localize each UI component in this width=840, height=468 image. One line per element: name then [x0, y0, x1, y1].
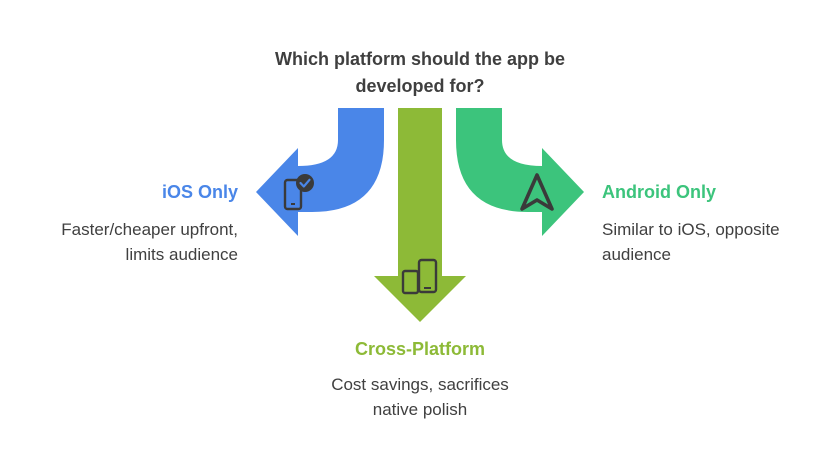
cross-platform-title: Cross-Platform: [354, 339, 486, 359]
ios-description-line-2: limits audience: [125, 245, 238, 264]
phone-check-icon: [283, 174, 314, 211]
ios-description-line-1: Faster/cheaper upfront,: [61, 220, 238, 239]
ios-arrow: [256, 108, 384, 236]
cross-platform-description-line-1: Cost savings, sacrifices: [331, 375, 509, 394]
devices-icon: [401, 258, 438, 295]
cross-platform-arrow: [374, 108, 466, 322]
question-title: Which platform should the app be develop…: [220, 46, 620, 100]
ios-title: iOS Only: [161, 182, 238, 202]
android-description: Similar to iOS, opposite audience: [602, 217, 832, 267]
cross-platform-description-line-2: native polish: [372, 400, 468, 419]
android-navigation-icon: [520, 173, 554, 211]
cross-platform-description: Cost savings, sacrifices native polish: [280, 372, 560, 422]
android-description-line-2: audience: [602, 245, 672, 264]
question-line-1: Which platform should the app be: [275, 49, 565, 69]
android-arrow: [456, 108, 584, 236]
ios-description: Faster/cheaper upfront, limits audience: [8, 217, 238, 267]
question-line-2: developed for?: [355, 76, 485, 96]
android-description-line-1: Similar to iOS, opposite: [602, 220, 780, 239]
android-title: Android Only: [602, 182, 716, 202]
